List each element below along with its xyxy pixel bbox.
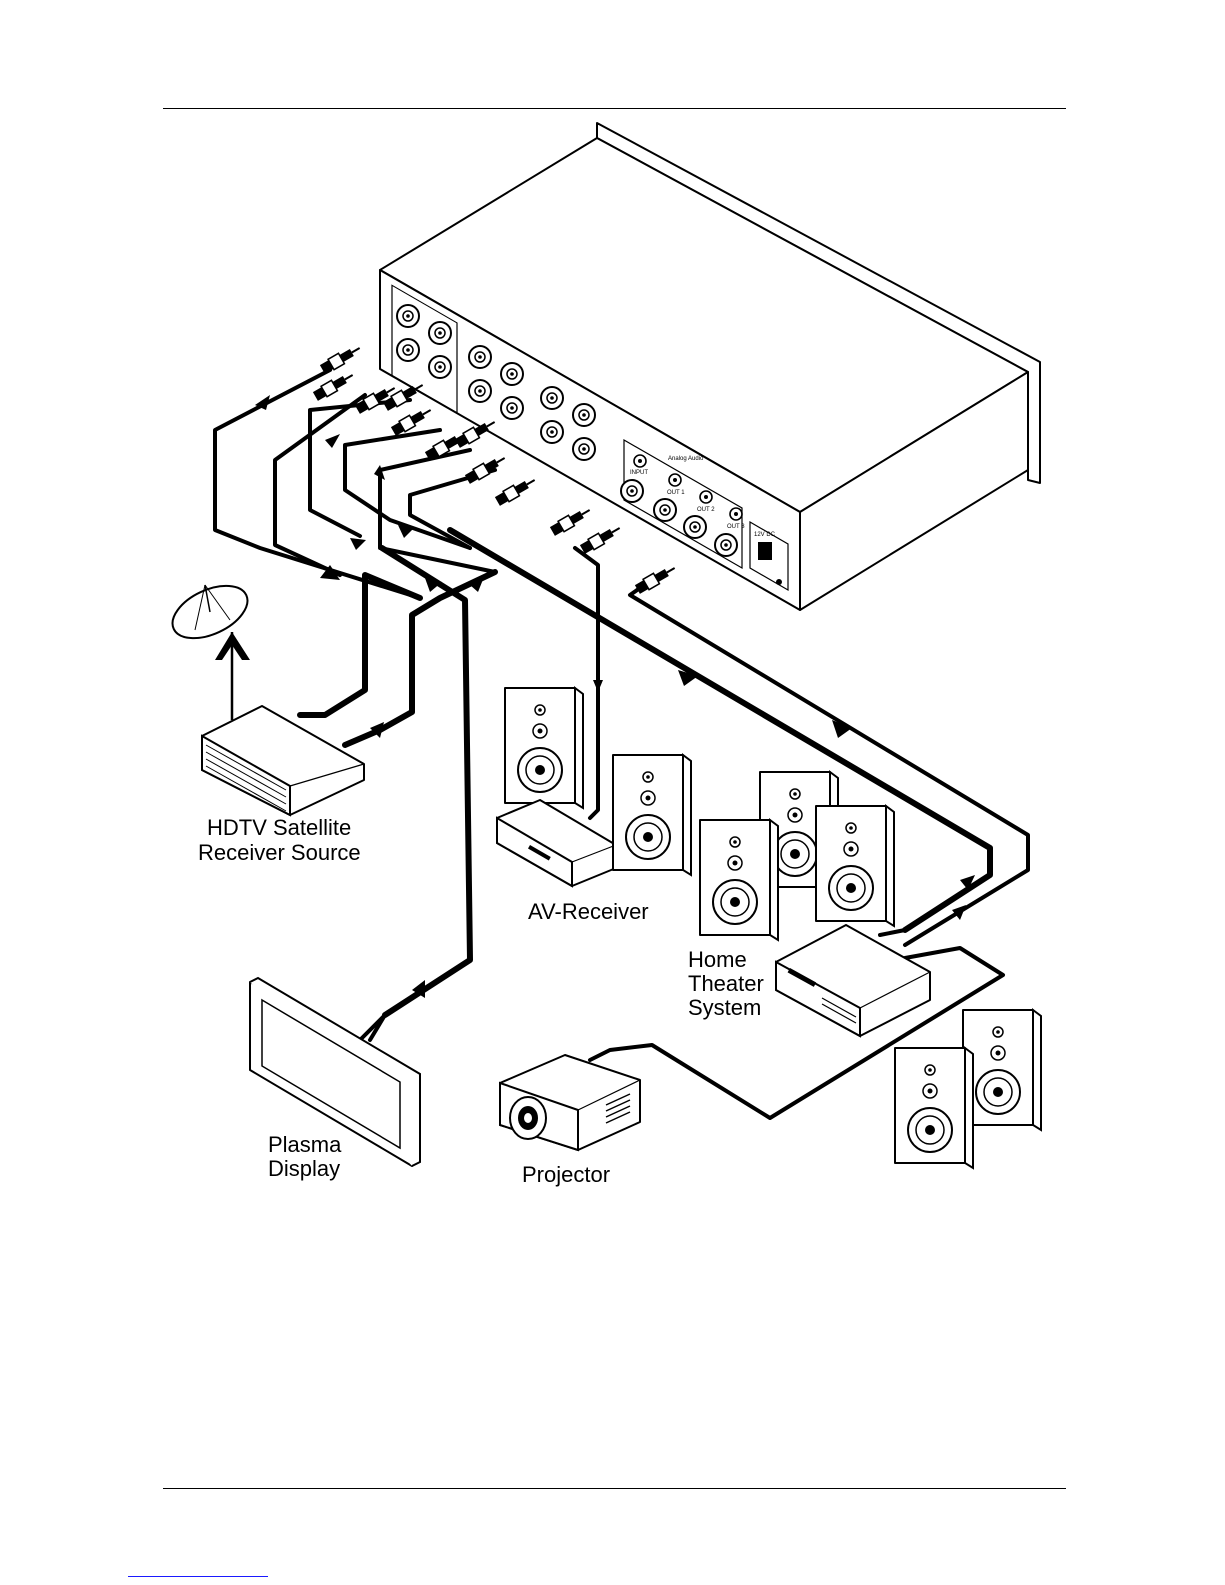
distribution-amplifier-icon: INPUT OUT 1 OUT 2 OUT 3 Analog Audio 12V… (380, 123, 1040, 610)
speaker-icon (613, 755, 691, 875)
audio-out1-label: OUT 1 (667, 490, 685, 496)
plasma-label-line1: Plasma (268, 1132, 342, 1157)
receiver-box-icon (202, 706, 364, 815)
av-receiver-icon (497, 800, 616, 886)
home-theater-label-line1: Home (688, 947, 747, 972)
projector-icon (500, 1055, 640, 1150)
speaker-icon (895, 1048, 973, 1168)
home-theater-label-line3: System (688, 995, 761, 1020)
power-label: 12V DC (754, 532, 776, 538)
projector-label: Projector (522, 1162, 610, 1187)
hdtv-source-label-line1: HDTV Satellite (207, 815, 351, 840)
audio-out3-label: OUT 3 (727, 524, 745, 530)
satellite-dish-icon (164, 575, 255, 720)
av-receiver-label: AV-Receiver (528, 899, 649, 924)
speaker-icon (816, 806, 894, 926)
analog-audio-label: Analog Audio (668, 456, 704, 462)
speaker-icon (505, 688, 583, 808)
speaker-icon (700, 820, 778, 940)
speaker-icon (963, 1010, 1041, 1130)
audio-input-label: INPUT (630, 470, 648, 476)
audio-out2-label: OUT 2 (697, 507, 715, 513)
hdtv-source-label-line2: Receiver Source (198, 840, 361, 865)
plasma-label-line2: Display (268, 1156, 340, 1181)
home-theater-label-line2: Theater (688, 971, 764, 996)
